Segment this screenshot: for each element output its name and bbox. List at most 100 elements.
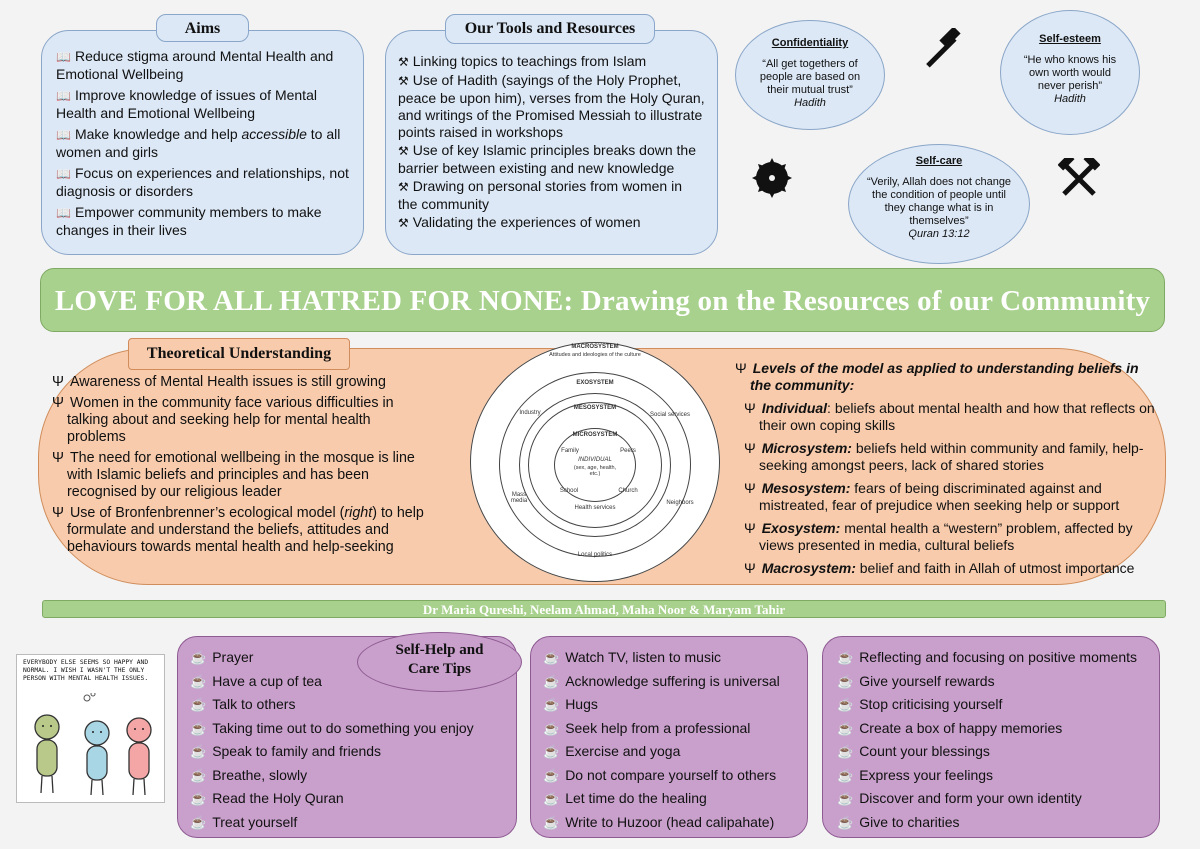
exosystem-ring (499, 372, 691, 557)
tip-item: ☕Count your blessings (837, 743, 990, 759)
tip-item: ☕Breathe, slowly (190, 766, 308, 783)
selfhelp-list-3: ☕Reflecting and focusing on positive mom… (837, 649, 1159, 831)
psi-icon: Ψ (744, 440, 756, 456)
tip-item: ☕Speak to family and friends (190, 743, 382, 759)
coffee-cup-icon: ☕ (190, 697, 207, 712)
coffee-cup-icon: ☕ (190, 744, 207, 759)
coffee-cup-icon: ☕ (190, 650, 207, 665)
psi-icon: Ψ (744, 400, 756, 416)
confidentiality-heading: Confidentiality (771, 37, 849, 49)
selfhelp-title: Self-Help and Care Tips (395, 642, 484, 677)
local-politics-label: Local politics (577, 552, 613, 558)
tip-item: ☕Stop criticising yourself (837, 696, 1003, 712)
tip-item: ☕Exercise and yoga (543, 743, 681, 759)
mesosystem-ring (519, 393, 671, 537)
tools-title: Our Tools and Resources (445, 14, 655, 44)
authors-text: Dr Maria Qureshi, Neelam Ahmad, Maha Noo… (422, 602, 786, 617)
hammer-pick-icon: ⚒ (398, 144, 409, 158)
tip-item: ☕Give to charities (837, 813, 960, 830)
psi-icon: Ψ (52, 505, 64, 521)
coffee-cup-icon: ☕ (190, 814, 207, 830)
tools-list: ⚒Linking topics to teachings from Islam … (398, 53, 705, 232)
hammer-pick-icon: ⚒ (398, 74, 409, 88)
comic-figures (34, 693, 152, 796)
coffee-cup-icon: ☕ (543, 697, 560, 712)
tip-item: ☕Reflecting and focusing on positive mom… (837, 649, 1138, 665)
psi-icon: Ψ (52, 374, 64, 390)
comic-caption: EVERYBODY ELSE SEEMS SO HAPPY AND NORMAL… (23, 659, 149, 682)
social-label: Social services (649, 412, 690, 418)
book-icon: 📖 (56, 167, 71, 181)
tip-item: ☕Hugs (543, 696, 598, 712)
coffee-cup-icon: ☕ (190, 673, 207, 689)
health-label: Health services (574, 505, 616, 511)
psi-icon: Ψ (735, 360, 747, 376)
tools-item: ⚒Drawing on personal stories from women … (398, 178, 682, 212)
coffee-cup-icon: ☕ (837, 744, 854, 759)
coffee-cup-icon: ☕ (837, 697, 854, 712)
peers-label: Peers (620, 448, 636, 454)
mesosystem-label: MESOSYSTEM (573, 405, 617, 411)
macrosystem-label: MACROSYSTEM (571, 344, 619, 350)
self-esteem-source: Hadith (1054, 93, 1086, 105)
comic-panel: EVERYBODY ELSE SEEMS SO HAPPY AND NORMAL… (16, 654, 165, 803)
book-icon: 📖 (56, 50, 71, 64)
crossed-hammers-icon (1058, 158, 1100, 196)
macrosystem-sublabel: Attitudes and ideologies of the culture (549, 352, 641, 358)
book-icon: 📖 (56, 128, 71, 142)
selfhelp-col-2: ☕Watch TV, listen to music ☕Acknowledge … (530, 636, 808, 838)
coffee-cup-icon: ☕ (543, 744, 560, 759)
coffee-cup-icon: ☕ (190, 791, 207, 806)
selfhelp-title-cloud: Self-Help and Care Tips (357, 632, 522, 692)
coffee-cup-icon: ☕ (837, 814, 854, 830)
coffee-cup-icon: ☕ (837, 650, 854, 665)
saw-blade-icon (752, 158, 792, 198)
tools-item: ⚒Validating the experiences of women (398, 214, 641, 230)
aims-item: 📖Empower community members to make chang… (56, 204, 322, 238)
mass-media-label: Mass media (510, 492, 528, 504)
tip-item: ☕Do not compare yourself to others (543, 766, 777, 783)
school-label: School (559, 488, 579, 494)
family-label: Family (561, 448, 579, 454)
self-care-cloud: Self-care “Verily, Allah does not change… (848, 144, 1030, 264)
confidentiality-quote: “All get togethers of people are based o… (759, 58, 861, 96)
psi-icon: Ψ (52, 450, 64, 466)
psi-icon: Ψ (744, 560, 756, 576)
coffee-cup-icon: ☕ (190, 720, 207, 736)
confidentiality-source: Hadith (794, 97, 826, 109)
aims-item: 📖Reduce stigma around Mental Health and … (56, 48, 334, 82)
industry-label: Industry (519, 410, 541, 416)
aims-list: 📖Reduce stigma around Mental Health and … (56, 48, 351, 239)
tip-item: ☕Watch TV, listen to music (543, 649, 722, 665)
tip-item: ☕Let time do the healing (543, 790, 707, 806)
psi-icon: Ψ (744, 520, 756, 536)
neighbors-label: Neighbors (666, 500, 694, 506)
tip-item: ☕Give yourself rewards (837, 672, 995, 689)
authors-bar: Dr Maria Qureshi, Neelam Ahmad, Maha Noo… (42, 600, 1166, 618)
tip-item: ☕Taking time out to do something you enj… (190, 719, 474, 736)
tools-item: ⚒Use of Hadith (sayings of the Holy Prop… (398, 72, 705, 140)
psi-icon: Ψ (744, 480, 756, 496)
coffee-cup-icon: ☕ (543, 814, 560, 830)
self-care-quote: “Verily, Allah does not change the condi… (866, 176, 1012, 227)
theory-title: Theoretical Understanding (128, 338, 350, 370)
aims-item: 📖Improve knowledge of issues of Mental H… (56, 87, 317, 121)
individual-sublabel: (sex, age, health, etc.) (573, 465, 617, 477)
self-esteem-cloud: Self-esteem “He who knows his own worth … (1000, 10, 1140, 135)
book-icon: 📖 (56, 206, 71, 220)
ecological-model: MACROSYSTEM Attitudes and ideologies of … (470, 342, 720, 582)
hammer-pick-icon: ⚒ (398, 216, 409, 230)
banner-title: LOVE FOR ALL HATRED FOR NONE: Drawing on… (54, 285, 1151, 317)
tools-box: ⚒Linking topics to teachings from Islam … (385, 30, 718, 255)
self-esteem-quote: “He who knows his own worth would never … (1023, 54, 1117, 92)
